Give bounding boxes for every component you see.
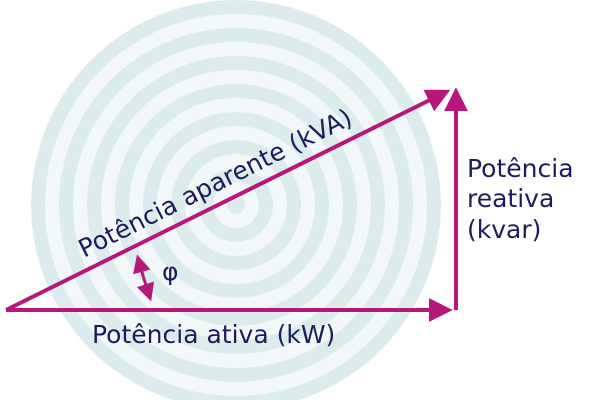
reactive-power-label-line3: (kvar) xyxy=(467,215,541,244)
active-power-label: Potência ativa (kW) xyxy=(92,320,335,349)
apparent-power-arrow xyxy=(5,89,451,312)
reactive-power-label-line1: Potência xyxy=(467,154,574,183)
angle-arrow xyxy=(133,254,154,302)
angle-label: φ xyxy=(162,257,179,286)
reactive-power-label-line2: reativa xyxy=(467,184,554,213)
